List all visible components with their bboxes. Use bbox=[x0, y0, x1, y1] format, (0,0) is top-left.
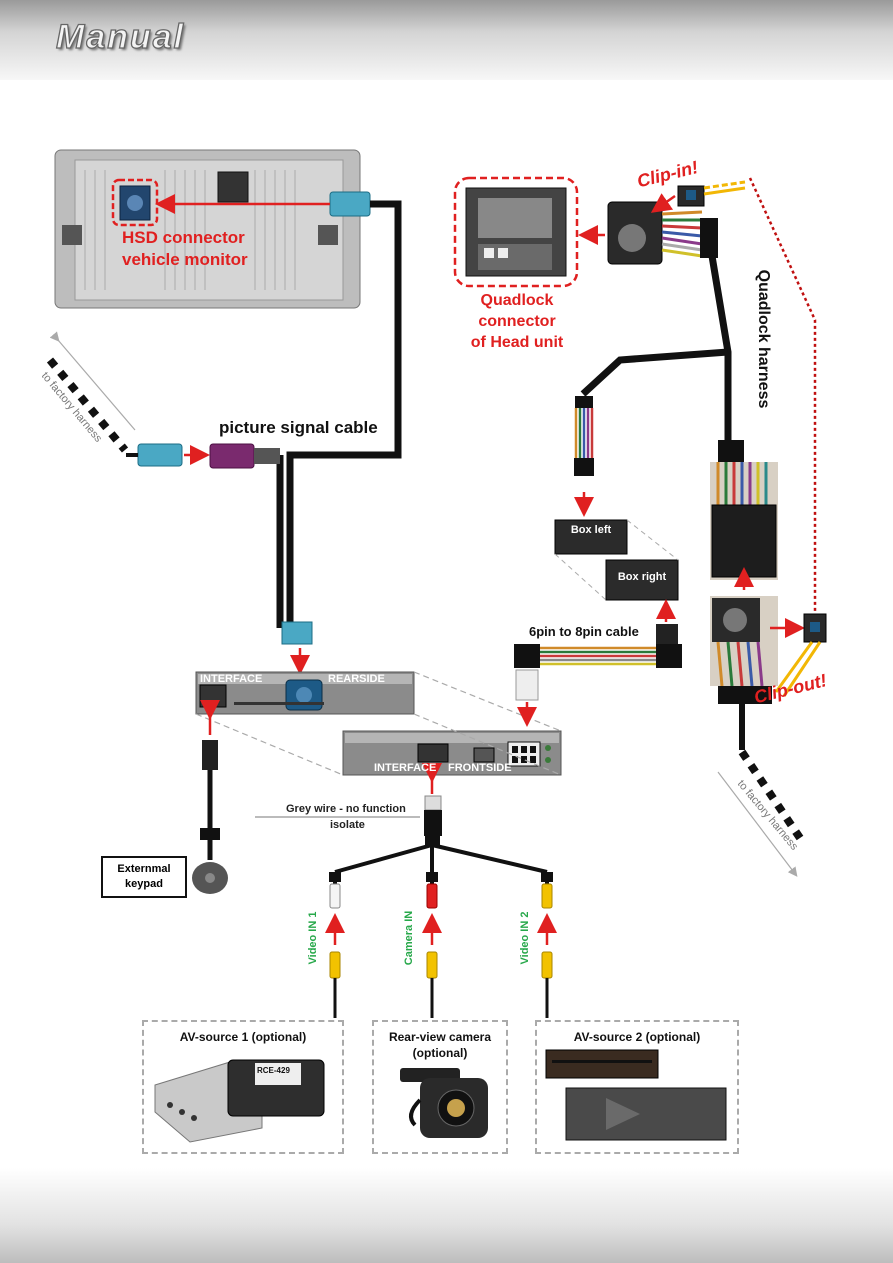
video-in-2-label: Video IN 2 bbox=[519, 911, 531, 965]
hsd-connector-label: HSD connector bbox=[122, 228, 245, 247]
video-in-1-label: Video IN 1 bbox=[307, 911, 319, 965]
vehicle-monitor-label: vehicle monitor bbox=[122, 250, 248, 269]
grey-wire-isolate-label: isolate bbox=[330, 819, 365, 831]
external-keypad-box: Externmal keypad bbox=[101, 856, 187, 898]
box-right-label: Box right bbox=[617, 571, 667, 583]
quadlock-connector-label-3: of Head unit bbox=[470, 334, 564, 351]
av-source-1-box: AV-source 1 (optional) bbox=[142, 1020, 344, 1154]
interface-rearside-label-2: REARSIDE bbox=[328, 673, 385, 685]
av-source-2-box: AV-source 2 (optional) bbox=[535, 1020, 739, 1154]
keypad-label: Externmal bbox=[117, 863, 171, 875]
quadlock-connector-label-2: connector bbox=[478, 313, 556, 330]
rear-camera-optional-label: (optional) bbox=[412, 1046, 468, 1060]
interface-frontside-label-2: FRONTSIDE bbox=[448, 762, 512, 774]
interface-frontside-label: INTERFACE bbox=[374, 762, 437, 774]
box-left-label: Box left bbox=[570, 524, 612, 536]
cable-6pin-8pin-label: 6pin to 8pin cable bbox=[529, 624, 639, 639]
keypad-label-2: keypad bbox=[125, 878, 163, 890]
manual-title: Manual bbox=[55, 17, 186, 56]
rear-camera-label: Rear-view camera bbox=[388, 1030, 492, 1044]
rear-view-camera-box: Rear-view camera (optional) bbox=[372, 1020, 508, 1154]
interface-rearside-label: INTERFACE bbox=[200, 673, 263, 685]
av-source-1-label: AV-source 1 (optional) bbox=[179, 1030, 307, 1044]
vehicle-monitor-unit bbox=[54, 149, 361, 309]
footer-bar bbox=[0, 1168, 893, 1263]
av-source-2-label: AV-source 2 (optional) bbox=[573, 1030, 701, 1044]
camera-in-label: Camera IN bbox=[403, 910, 415, 966]
quadlock-harness-label: Quadlock harness bbox=[755, 269, 772, 409]
quadlock-connector-label: Quadlock bbox=[480, 292, 554, 309]
product-label: RCE-429 bbox=[257, 1066, 290, 1075]
picture-signal-cable-label: picture signal cable bbox=[219, 418, 378, 437]
grey-wire-label: Grey wire - no function bbox=[286, 803, 406, 815]
header-bar bbox=[0, 0, 893, 80]
